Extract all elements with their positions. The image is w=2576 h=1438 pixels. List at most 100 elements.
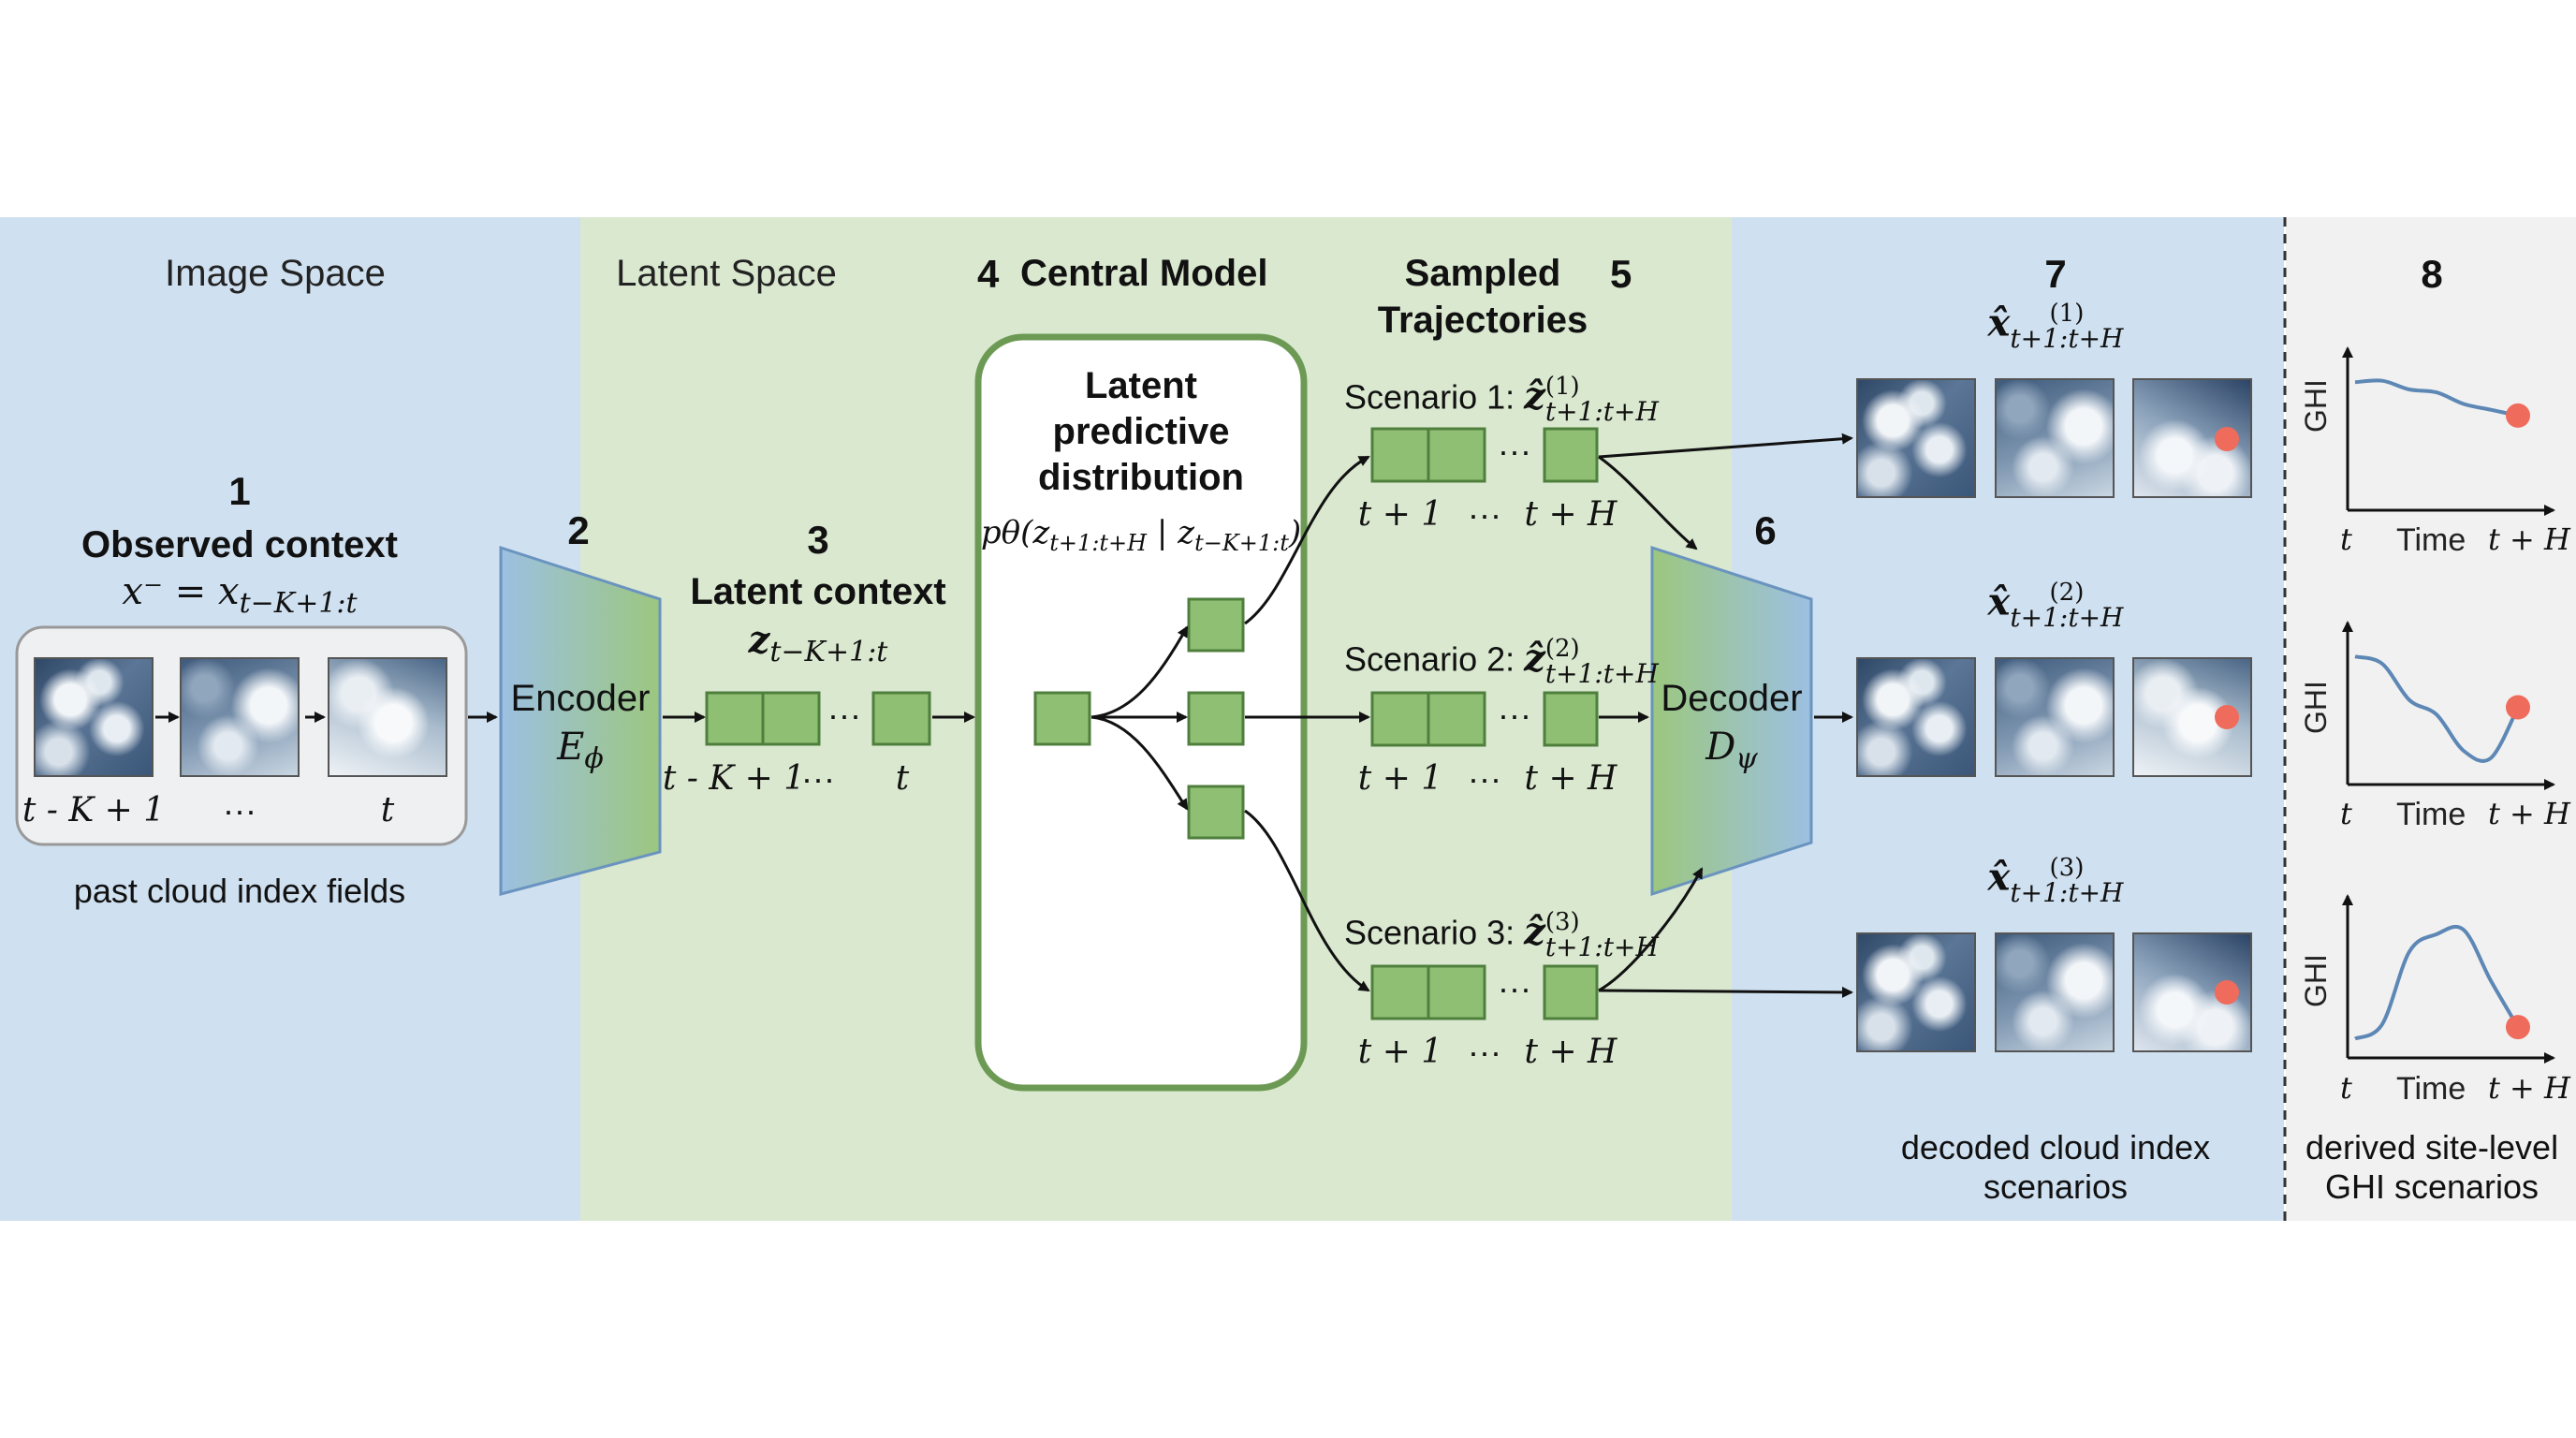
output-3-target-dot xyxy=(2215,980,2239,1005)
central-box-title-line-3: distribution xyxy=(1038,457,1244,498)
scenario-2-label: Scenario 2: ẑ(2)t+1:t+H xyxy=(1344,637,1659,687)
output-2-sup: (2) xyxy=(2049,579,2085,607)
output-2-symbol: x̂ xyxy=(1987,580,2011,624)
output-1-scripts: (1)t+1:t+H xyxy=(2010,301,2123,352)
trajectory-blocks xyxy=(1370,427,1599,1020)
encoder-symbol-main: E xyxy=(557,726,585,769)
decoder-shape xyxy=(1650,545,1813,897)
observed-context-formula-main: x⁻ = x xyxy=(122,570,240,613)
latent-context-symbol: zt−K+1:t xyxy=(749,622,888,667)
latent-context-symbol-main: z xyxy=(748,618,770,662)
output-3-sub: t+1:t+H xyxy=(2010,877,2124,908)
step-6-number: 6 xyxy=(1754,508,1777,552)
traj-2-tick-end: t + H xyxy=(1524,759,1617,798)
latent-context-symbol-sub: t−K+1:t xyxy=(769,636,888,668)
output-1-frame-1 xyxy=(1856,378,1976,498)
ghi-caption-line-2: GHI scenarios xyxy=(2324,1167,2539,1206)
central-box-title-line-1: Latent xyxy=(1085,365,1197,406)
scenario-3-text: Scenario 3: xyxy=(1344,913,1515,952)
past-frame-2 xyxy=(180,657,300,777)
output-1-frame-2 xyxy=(1995,378,2115,498)
observed-context-formula-sub: t−K+1:t xyxy=(239,587,358,620)
central-box-formula-part-3: ) xyxy=(1288,514,1302,551)
step-7-number: 7 xyxy=(2044,252,2067,296)
ghi-curve-3-endpoint xyxy=(2506,1015,2530,1040)
latent-context-blocks xyxy=(705,691,931,746)
scenario-1-to-decoder-arrow xyxy=(1598,455,1698,550)
ghi-chart-3-xlabel: Time xyxy=(2396,1071,2466,1107)
scenario-3-symbol: ẑ xyxy=(1524,909,1545,954)
step-5-number: 5 xyxy=(1610,252,1632,296)
ghi-chart-2-tick-end: t + H xyxy=(2488,796,2570,831)
central-box-formula-part-2: | z xyxy=(1147,514,1195,551)
latent-context-title: Latent context xyxy=(690,571,946,612)
ghi-chart-2-ylabel: GHI xyxy=(2299,681,2333,734)
ghi-panel xyxy=(2286,217,2576,1221)
observed-context-caption: past cloud index fields xyxy=(73,872,406,910)
decoder-symbol: Dψ xyxy=(1705,728,1758,773)
branch-arrow-up xyxy=(1090,625,1189,719)
central-box-formula-part-1: pθ(z xyxy=(980,514,1050,551)
trajectory-3-ellipsis: ··· xyxy=(1498,969,1531,1007)
output-1-sup: (1) xyxy=(2049,300,2085,328)
scenario-2-text: Scenario 2: xyxy=(1344,639,1515,679)
central-model-title: Central Model xyxy=(1020,253,1268,294)
scenario-1-sub: t+1:t+H xyxy=(1544,396,1659,427)
latent-context-ellipsis: ··· xyxy=(827,696,861,734)
sampled-trajectories-title-1: Sampled xyxy=(1404,253,1561,294)
output-2-target-dot xyxy=(2215,705,2239,729)
image-space-header: Image Space xyxy=(165,253,386,294)
ghi-chart-1-ylabel: GHI xyxy=(2299,379,2333,433)
output-3-symbol: x̂ xyxy=(1987,855,2011,900)
central-box-formula: pθ(zt+1:t+H | zt−K+1:t) xyxy=(981,517,1301,554)
central-box-title-line-2: predictive xyxy=(1052,411,1230,452)
output-1-label: x̂(1)t+1:t+H xyxy=(1988,301,2124,352)
traj-3-tick-mid: ··· xyxy=(1468,1033,1501,1071)
latent-tick-label-1: t - K + 1 xyxy=(662,759,806,798)
traj-2-tick-start: t + 1 xyxy=(1357,759,1443,798)
scenario-3-to-output-arrow xyxy=(1598,986,1853,998)
ghi-curve-2-endpoint xyxy=(2506,695,2530,720)
encoder-symbol-sub: ϕ xyxy=(584,742,604,775)
step-4-number: 4 xyxy=(977,252,1000,296)
latent-space-header: Latent Space xyxy=(616,253,837,294)
decoded-caption-line-1: decoded cloud index xyxy=(1900,1128,2211,1167)
output-2-sub: t+1:t+H xyxy=(2010,602,2124,633)
past-frame-label-3: t xyxy=(380,791,395,829)
ghi-chart-2-tick-start: t xyxy=(2340,796,2352,831)
scenario-1-symbol: ẑ xyxy=(1524,374,1545,418)
to-scenario-3-arrow xyxy=(1244,809,1370,992)
scenario-3-label: Scenario 3: ẑ(3)t+1:t+H xyxy=(1344,910,1659,961)
trajectory-1-ellipsis: ··· xyxy=(1498,432,1531,470)
scenario-2-sup: (2) xyxy=(1544,635,1580,663)
output-2-scripts: (2)t+1:t+H xyxy=(2010,580,2123,631)
ghi-curve-2 xyxy=(2354,654,2520,763)
output-1-target-dot xyxy=(2215,427,2239,451)
output-3-scripts: (3)t+1:t+H xyxy=(2010,856,2123,906)
traj-1-tick-start: t + 1 xyxy=(1357,495,1443,534)
scenario-2-sub: t+1:t+H xyxy=(1544,658,1659,689)
decoder-label: Decoder xyxy=(1661,678,1803,719)
output-3-frame-2 xyxy=(1995,932,2115,1052)
ghi-chart-1-xlabel: Time xyxy=(2396,522,2466,558)
sampled-trajectories-title-2: Trajectories xyxy=(1377,300,1588,341)
output-2-frame-1 xyxy=(1856,657,1976,777)
ghi-chart-3-tick-start: t xyxy=(2340,1070,2352,1106)
ghi-caption-line-1: derived site-level xyxy=(2305,1128,2559,1167)
scenario-3-to-decoder-arrow xyxy=(1598,867,1704,992)
output-2-label: x̂(2)t+1:t+H xyxy=(1988,580,2124,631)
scenario-1-label: Scenario 1: ẑ(1)t+1:t+H xyxy=(1344,374,1659,425)
observed-context-title: Observed context xyxy=(81,524,398,565)
encoder-shape xyxy=(499,545,662,896)
ghi-curve-1 xyxy=(2354,378,2519,418)
ghi-chart-1-tick-start: t xyxy=(2340,521,2352,557)
output-1-frame-3 xyxy=(2132,378,2252,498)
scenario-3-sup: (3) xyxy=(1544,908,1580,936)
encoder-label: Encoder xyxy=(510,678,651,719)
traj-1-tick-end: t + H xyxy=(1524,495,1617,534)
scenario-1-text: Scenario 1: xyxy=(1344,377,1515,417)
to-scenario-1-arrow xyxy=(1244,455,1370,625)
output-1-symbol: x̂ xyxy=(1987,301,2011,345)
output-3-sup: (3) xyxy=(2049,854,2085,882)
decoded-caption-line-2: scenarios xyxy=(1983,1167,2129,1206)
